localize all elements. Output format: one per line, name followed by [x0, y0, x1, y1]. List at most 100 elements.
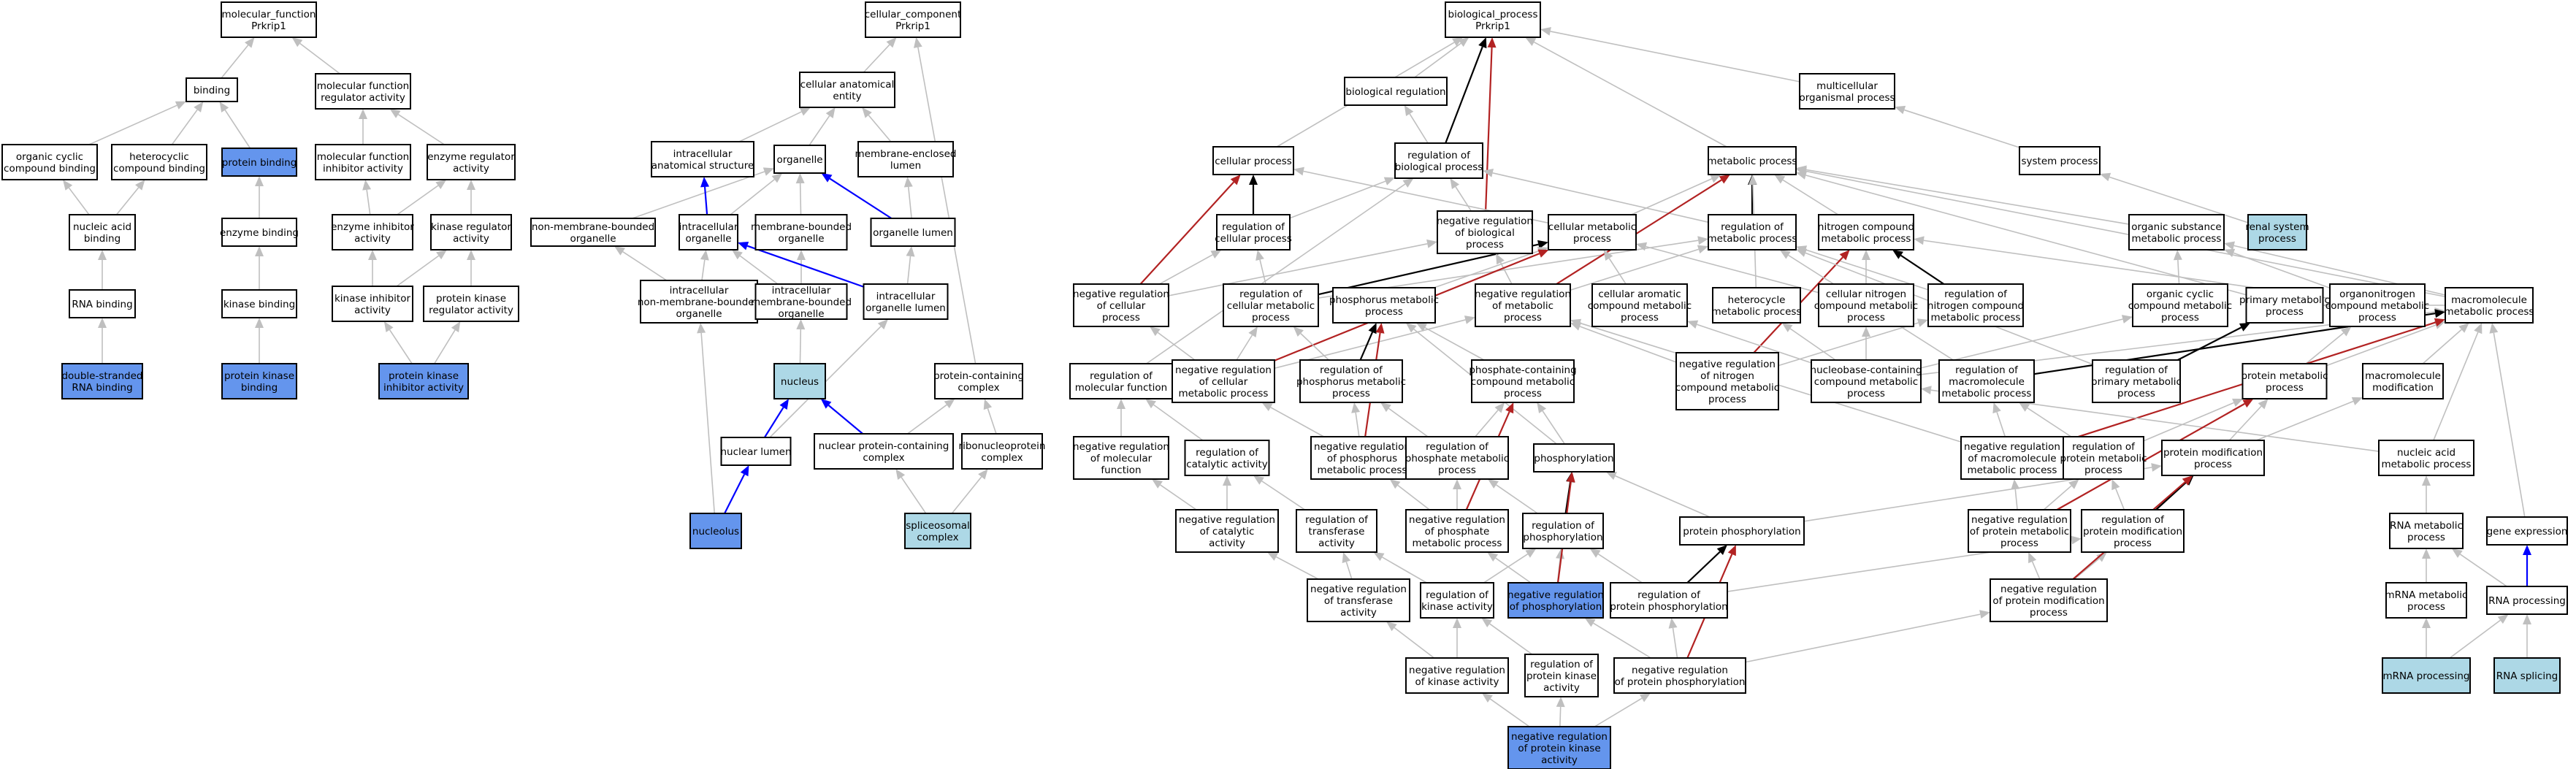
go-term-node-rnaspl[interactable]: RNA splicing — [2493, 657, 2561, 694]
go-term-node-bioreg[interactable]: biological regulation — [1344, 77, 1448, 106]
go-term-node-geneexp[interactable]: gene expression — [2486, 516, 2568, 546]
go-term-node-ol[interactable]: organelle lumen — [870, 218, 956, 247]
go-term-node-mrnaproc[interactable]: mRNA processing — [2382, 657, 2471, 694]
go-term-node-sysproc[interactable]: system process — [2019, 146, 2101, 175]
go-term-node-inmbo[interactable]: intracellularnon-membrane-boundedorganel… — [638, 280, 760, 324]
go-term-node-nucleolus[interactable]: nucleolus — [689, 513, 742, 549]
go-term-node-nucleus[interactable]: nucleus — [773, 363, 826, 399]
go-term-node-kinbind[interactable]: kinase binding — [221, 289, 297, 318]
go-term-node-metproc[interactable]: metabolic process — [1708, 146, 1797, 175]
go-term-node-cellproc[interactable]: cellular process — [1212, 146, 1294, 175]
go-term-node-pphos[interactable]: protein phosphorylation — [1679, 516, 1805, 546]
go-term-node-rnab[interactable]: RNA binding — [69, 289, 136, 318]
go-term-node-phosph[interactable]: phosphorylation — [1533, 443, 1615, 473]
go-term-node-protbind[interactable]: protein binding — [221, 148, 297, 177]
go-term-node-organelle[interactable]: organelle — [773, 145, 826, 174]
go-term-node-binding[interactable]: binding — [186, 77, 238, 102]
